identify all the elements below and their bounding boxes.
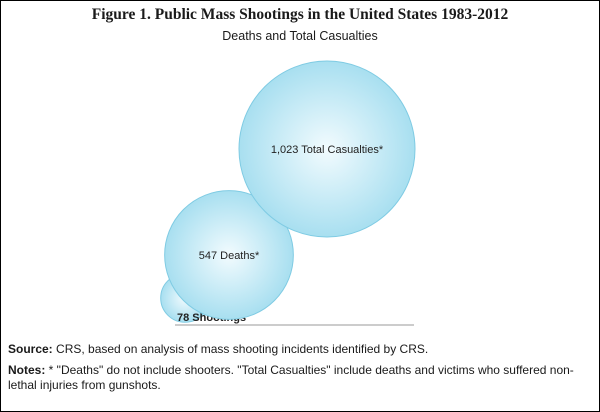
notes: Notes: * "Deaths" do not include shooter…: [8, 363, 593, 393]
source-label: Source:: [8, 342, 53, 356]
bubble-1: [164, 190, 294, 320]
notes-text: * "Deaths" do not include shooters. "Tot…: [8, 363, 574, 392]
chart-title: Figure 1. Public Mass Shootings in the U…: [91, 6, 509, 23]
notes-label: Notes:: [8, 363, 46, 377]
chart-subtitle: Deaths and Total Casualties: [222, 29, 378, 43]
source-note: Source: CRS, based on analysis of mass s…: [8, 341, 593, 357]
source-text: CRS, based on analysis of mass shooting …: [52, 342, 429, 356]
bubble-label-1: 547 Deaths*: [199, 250, 260, 262]
bubble-2: [238, 60, 416, 238]
bubble-label-2: 1,023 Total Casualties*: [271, 144, 384, 156]
